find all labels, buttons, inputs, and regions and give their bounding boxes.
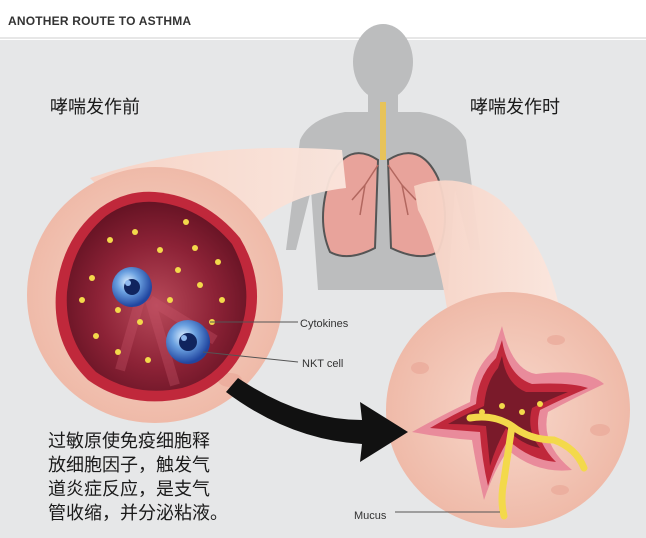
description-line: 放细胞因子，触发气 [48, 454, 278, 478]
label-mucus: Mucus [354, 510, 386, 522]
label-cytokines: Cytokines [300, 318, 348, 330]
label-during-attack: 哮喘发作时 [470, 93, 560, 119]
label-nkt-cell: NKT cell [302, 358, 343, 370]
trachea [380, 102, 386, 160]
description-line: 管收缩，并分泌粘液。 [48, 502, 278, 526]
description-line: 道炎症反应，是支气 [48, 478, 278, 502]
label-before-attack: 哮喘发作前 [50, 93, 140, 119]
figure-title: ANOTHER ROUTE TO ASTHMA [8, 14, 191, 28]
description-line: 过敏原使免疫细胞释 [48, 430, 278, 454]
airway-during [386, 292, 630, 528]
description-text: 过敏原使免疫细胞释 放细胞因子，触发气 道炎症反应，是支气 管收缩，并分泌粘液。 [48, 430, 278, 526]
